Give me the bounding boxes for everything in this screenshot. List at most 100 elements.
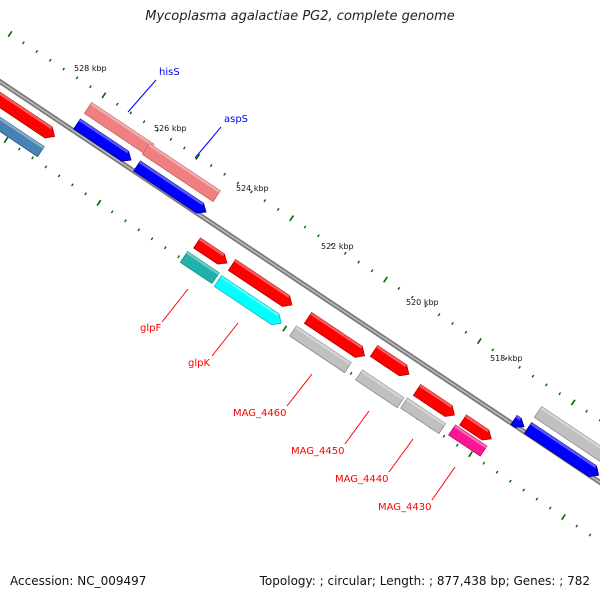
outer-tick-42 — [570, 399, 576, 406]
inner-tick-11 — [150, 237, 154, 241]
inner-tick-3 — [44, 165, 48, 169]
inner-tick-4 — [57, 174, 61, 178]
inner-tick-38 — [509, 479, 512, 483]
gene-red-mid — [227, 259, 293, 307]
genome-stats: Topology: circularLength: 877,438 bpGene… — [260, 574, 590, 588]
label-text-MAG_4460: MAG_4460 — [233, 408, 287, 419]
outer-tick-17 — [236, 181, 240, 185]
gene-label-MAG_4440: MAG_4440 — [335, 438, 414, 485]
label-text-aspS: aspS — [224, 114, 248, 125]
inner-tick-8 — [110, 210, 114, 214]
accession-value: NC_009497 — [77, 574, 147, 588]
gene-steelblue-left — [0, 116, 45, 158]
gene-red-4440-body — [412, 384, 455, 417]
inner-tick-42 — [561, 513, 566, 521]
inner-tick-2 — [31, 156, 34, 160]
label-text-MAG_4450: MAG_4450 — [291, 446, 345, 457]
gene-aspS-bevel — [148, 143, 221, 193]
outer-tick-31 — [424, 304, 428, 308]
gene-red-small — [193, 237, 228, 265]
inner-tick-5 — [71, 183, 74, 187]
outer-tick-7 — [101, 92, 107, 99]
outer-tick-37 — [504, 357, 508, 361]
inner-tick-7 — [96, 199, 102, 206]
gene-red-mid-body — [227, 259, 293, 307]
inner-tick-1 — [17, 147, 21, 151]
outer-tick-29 — [397, 286, 401, 290]
gene-red-left-body — [0, 91, 56, 139]
outer-tick-22 — [303, 225, 307, 229]
gene-MAG_4460-bevel — [294, 326, 352, 365]
outer-tick-26 — [357, 260, 360, 264]
leader-line-MAG_4430 — [431, 466, 456, 501]
gene-blue-1-bevel — [78, 119, 129, 154]
outer-tick-1 — [22, 41, 25, 45]
gene-label-glpK: glpK — [188, 322, 239, 369]
ruler-label-4: 520 kbp — [406, 298, 439, 307]
outer-tick-14 — [195, 153, 201, 160]
gene-blue-small — [510, 414, 525, 428]
outer-tick-34 — [464, 330, 468, 334]
outer-tick-27 — [370, 269, 374, 273]
label-text-glpF: glpF — [140, 323, 161, 334]
gene-red-4430 — [459, 414, 492, 441]
ruler-label-2: 524 kbp — [236, 184, 269, 193]
inner-tick-34 — [455, 443, 459, 447]
inner-tick-13 — [177, 255, 180, 259]
outer-tick-21 — [289, 215, 295, 222]
outer-tick-5 — [75, 76, 79, 80]
inner-tick-21 — [282, 325, 288, 332]
outer-tick-12 — [169, 137, 173, 141]
gene-blue-right-bevel — [530, 422, 597, 468]
gene-steelblue-left-bevel — [0, 117, 45, 149]
inner-tick-0 — [3, 136, 9, 144]
label-text-MAG_4440: MAG_4440 — [335, 474, 389, 485]
gene-blue-1-body — [73, 118, 132, 162]
gene-blue-2 — [133, 160, 207, 214]
length-stat: Length: 877,438 bp — [372, 574, 506, 588]
outer-tick-24 — [330, 242, 334, 247]
accession-info: Accession: NC_009497 — [10, 574, 146, 588]
inner-tick-33 — [442, 434, 446, 438]
outer-tick-13 — [182, 146, 186, 150]
inner-tick-10 — [137, 228, 141, 232]
gene-label-MAG_4450: MAG_4450 — [291, 410, 370, 457]
inner-tick-6 — [84, 192, 87, 196]
outer-tick-15 — [209, 164, 213, 168]
gene-red-4450-bevel — [376, 345, 407, 368]
outer-tick-9 — [129, 111, 133, 115]
gene-aspS — [141, 143, 221, 203]
inner-tick-39 — [522, 488, 525, 492]
outer-tick-25 — [343, 251, 347, 255]
gene-MAG_4430 — [448, 424, 488, 457]
outer-tick-19 — [263, 199, 267, 203]
outer-tick-18 — [250, 190, 253, 194]
topology-label: Topology: — [259, 574, 316, 588]
gene-MAG_4450 — [355, 369, 405, 409]
outer-tick-0 — [7, 30, 13, 38]
backbone-highlight — [0, 80, 600, 484]
gene-MAG_4440 — [400, 397, 447, 435]
ruler-label-0: 528 kbp — [74, 64, 107, 73]
inner-tick-37 — [495, 470, 499, 474]
leader-line-hisS — [127, 79, 157, 113]
inner-tick-9 — [124, 219, 127, 223]
gene-glpK — [213, 275, 282, 326]
accession-label: Accession: — [10, 574, 74, 588]
gene-label-MAG_4430: MAG_4430 — [378, 466, 456, 513]
outer-tick-39 — [531, 374, 535, 378]
gene-label-glpF: glpF — [140, 288, 189, 334]
gene-labels: hisSaspSglpFglpKMAG_4460MAG_4450MAG_4440… — [127, 67, 456, 513]
outer-tick-23 — [317, 234, 320, 238]
inner-tick-26 — [349, 371, 353, 375]
gene-blue-small-bevel — [515, 415, 522, 421]
inner-tick-44 — [588, 533, 592, 537]
gene-red-4460 — [303, 312, 366, 358]
gene-steelblue-left-body — [0, 116, 45, 158]
gene-blue-2-body — [133, 160, 207, 214]
outer-tick-38 — [518, 365, 521, 369]
leader-line-aspS — [194, 126, 222, 159]
gene-red-mid-bevel — [234, 259, 290, 298]
outer-tick-11 — [156, 128, 159, 133]
